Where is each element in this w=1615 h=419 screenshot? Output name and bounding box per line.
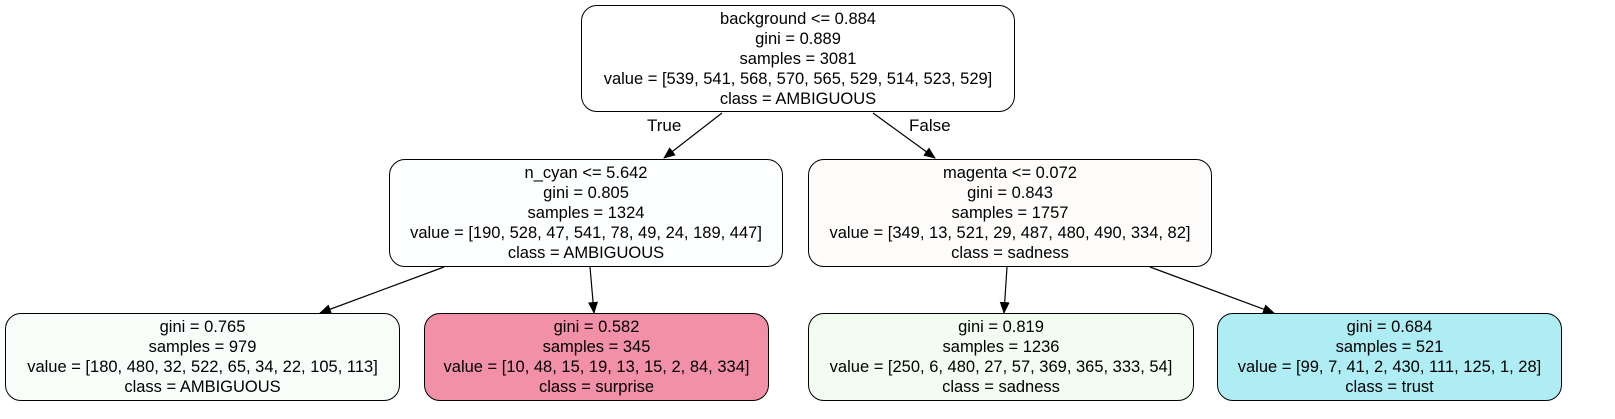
- tree-node-left-right: gini = 0.582 samples = 345 value = [10, 48…: [424, 313, 769, 401]
- edge-left-lr: [588, 266, 599, 314]
- node-text-line: value = [10, 48, 15, 19, 13, 15, 2, 84, …: [443, 358, 750, 376]
- node-text-line: value = [250, 6, 480, 27, 57, 369, 365, …: [829, 358, 1173, 376]
- tree-node-right: magenta <= 0.072 gini = 0.843 samples = 17…: [808, 159, 1212, 267]
- edge-left-ll: [319, 266, 445, 314]
- edge-root-right: [872, 112, 936, 159]
- tree-node-left: n_cyan <= 5.642 gini = 0.805 samples = 132…: [389, 159, 783, 267]
- node-text-line: class = AMBIGUOUS: [719, 89, 877, 108]
- node-text-line: magenta <= 0.072: [943, 164, 1077, 182]
- edge-root-left: [663, 112, 723, 159]
- node-text-line: samples = 345: [542, 338, 651, 356]
- node-text-line: gini = 0.819: [958, 318, 1044, 336]
- node-text-line: background <= 0.884: [720, 9, 876, 28]
- node-text-line: class = sadness: [951, 244, 1069, 262]
- node-text-line: samples = 1236: [942, 338, 1060, 356]
- node-text-line: value = [180, 480, 32, 522, 65, 34, 22, …: [27, 358, 378, 376]
- node-text-line: class = trust: [1345, 378, 1434, 396]
- node-text-line: value = [349, 13, 521, 29, 487, 480, 490…: [829, 224, 1191, 242]
- edge-label-false: False: [909, 116, 951, 135]
- tree-node-right-right: gini = 0.684 samples = 521 value = [99, 7,…: [1217, 313, 1562, 401]
- node-text-line: gini = 0.889: [755, 29, 841, 48]
- node-text-line: samples = 979: [148, 338, 257, 356]
- node-text-line: samples = 1324: [527, 204, 645, 222]
- node-text-line: samples = 1757: [951, 204, 1069, 222]
- node-text-line: samples = 521: [1335, 338, 1444, 356]
- node-text-line: samples = 3081: [739, 49, 857, 68]
- node-text-line: value = [99, 7, 41, 2, 430, 111, 125, 1,…: [1237, 358, 1542, 376]
- edge-right-rr: [1149, 266, 1275, 314]
- node-text-line: n_cyan <= 5.642: [524, 164, 648, 182]
- edge-right-rl: [999, 266, 1010, 314]
- node-text-line: gini = 0.765: [159, 318, 246, 336]
- edge-label-true: True: [647, 116, 682, 135]
- node-text-line: value = [539, 541, 568, 570, 565, 529, 5…: [603, 69, 993, 88]
- node-text-line: gini = 0.582: [553, 318, 640, 336]
- node-text-line: gini = 0.684: [1346, 318, 1433, 336]
- node-text-line: class = AMBIGUOUS: [507, 244, 665, 262]
- tree-node-right-left: gini = 0.819 samples = 1236 value = [250, …: [808, 313, 1194, 401]
- node-text-line: gini = 0.843: [967, 184, 1053, 202]
- node-text-line: gini = 0.805: [543, 184, 629, 202]
- node-text-line: class = AMBIGUOUS: [124, 378, 281, 396]
- node-text-line: value = [190, 528, 47, 541, 78, 49, 24, …: [410, 224, 762, 242]
- tree-node-left-left: gini = 0.765 samples = 979 value = [180, 4…: [5, 313, 400, 401]
- node-text-line: class = surprise: [538, 378, 655, 396]
- node-text-line: class = sadness: [942, 378, 1060, 396]
